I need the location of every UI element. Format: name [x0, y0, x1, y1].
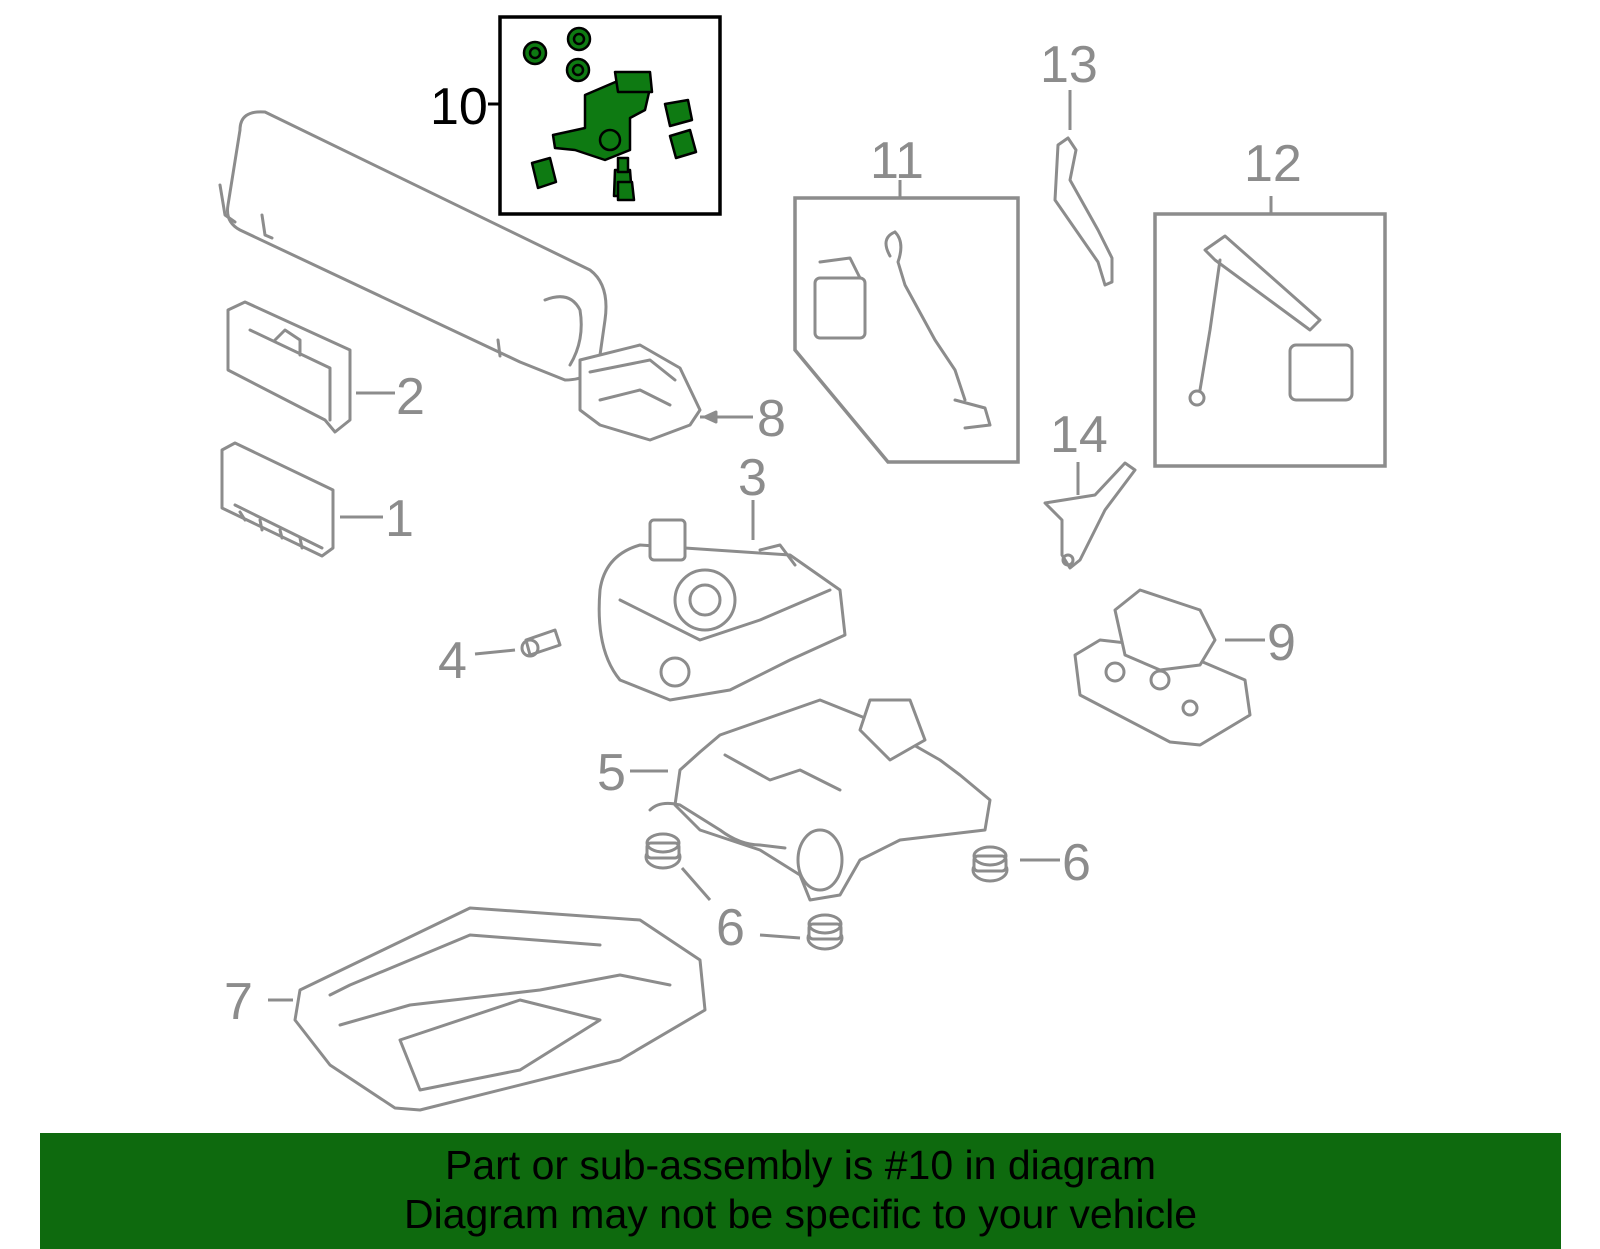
leader-4	[474, 648, 516, 656]
part-9-mount	[1073, 588, 1252, 747]
banner-line-2: Diagram may not be specific to your vehi…	[403, 1191, 1197, 1237]
info-banner: Part or sub-assembly is #10 in diagram D…	[40, 1133, 1561, 1249]
part-6-mount-b	[971, 845, 1009, 883]
leader-6b	[759, 933, 801, 940]
callout-8: 8	[757, 390, 786, 448]
part-6-mount-a	[644, 832, 682, 870]
callout-4: 4	[438, 632, 467, 690]
part-12-box	[1153, 212, 1387, 468]
part-2-cover	[226, 300, 352, 434]
part-13-bracket	[1053, 136, 1114, 287]
callout-1: 1	[385, 490, 414, 548]
callout-9: 9	[1267, 614, 1296, 672]
callout-2: 2	[396, 368, 425, 426]
part-11-box	[793, 196, 1020, 464]
part-11-group	[793, 180, 1020, 464]
callout-13: 13	[1040, 36, 1098, 94]
part-4-sensor	[520, 628, 562, 658]
part-14-bracket	[1043, 461, 1137, 570]
callout-3: 3	[738, 449, 767, 507]
callout-6a: 6	[1062, 834, 1091, 892]
callout-11: 11	[870, 132, 924, 190]
part-5-subframe	[648, 698, 992, 902]
callout-14: 14	[1050, 406, 1108, 464]
part-12-group	[1153, 196, 1387, 468]
part-3-compressor	[597, 518, 847, 702]
callout-7: 7	[224, 973, 253, 1031]
part-7-undertray	[293, 906, 707, 1112]
part-10-fittings	[522, 26, 698, 202]
leader-6c	[680, 867, 712, 901]
part-8-bracket	[578, 343, 702, 442]
callout-6b: 6	[716, 899, 745, 957]
callout-12: 12	[1244, 135, 1302, 193]
callout-10: 10	[430, 78, 488, 136]
callout-5: 5	[597, 744, 626, 802]
part-6-mount-c	[806, 913, 844, 951]
part-10-group[interactable]	[488, 15, 722, 216]
part-1-filter	[220, 441, 335, 558]
banner-line-1: Part or sub-assembly is #10 in diagram	[445, 1142, 1156, 1188]
